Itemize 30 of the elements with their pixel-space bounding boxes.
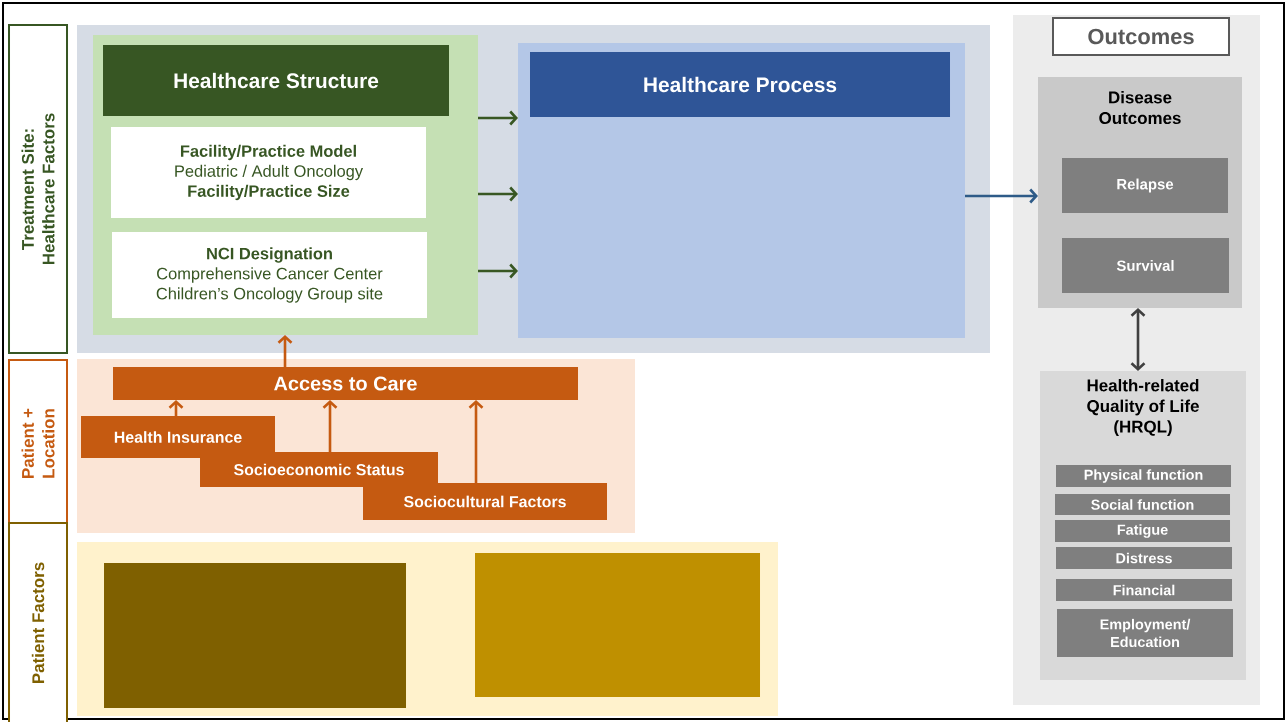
arrow bbox=[478, 186, 518, 202]
outcome-box: Physical function bbox=[1056, 465, 1231, 487]
outcome-box: Financial bbox=[1056, 579, 1232, 601]
side-label: Treatment Site: Healthcare Factors bbox=[8, 24, 68, 354]
access-box: Access to Care bbox=[113, 367, 578, 400]
arrow bbox=[1130, 308, 1146, 371]
title-box: Outcomes bbox=[1052, 17, 1230, 56]
filled-box bbox=[475, 553, 760, 697]
factor-box: Facility/Practice Model Pediatric / Adult Oncology Facility/Practice Size bbox=[111, 127, 426, 218]
arrow bbox=[322, 400, 338, 452]
filled-box bbox=[104, 563, 406, 708]
outcome-box: Social function bbox=[1055, 494, 1230, 515]
arrow bbox=[478, 110, 518, 126]
side-label: Patient + Location bbox=[8, 359, 68, 528]
outcome-box: Distress bbox=[1056, 547, 1232, 569]
factor-box: NCI Designation Comprehensive Cancer Center Children’s Oncology Group site bbox=[112, 232, 427, 318]
arrow bbox=[965, 188, 1038, 204]
arrow bbox=[478, 263, 518, 279]
arrow bbox=[468, 400, 484, 483]
outcome-box: Employment/ Education bbox=[1057, 609, 1233, 657]
header-box: Healthcare Structure bbox=[103, 45, 449, 116]
outcome-box: Survival bbox=[1062, 238, 1229, 293]
header-box: Healthcare Process bbox=[530, 52, 950, 117]
side-label: Patient Factors bbox=[8, 522, 68, 722]
outcome-box: Fatigue bbox=[1055, 520, 1230, 542]
factor-box: Sociocultural Factors bbox=[363, 483, 607, 520]
factor-box: Socioeconomic Status bbox=[200, 452, 438, 487]
arrow bbox=[277, 335, 293, 367]
outcome-box: Relapse bbox=[1062, 158, 1228, 213]
factor-box: Health Insurance bbox=[81, 416, 275, 458]
